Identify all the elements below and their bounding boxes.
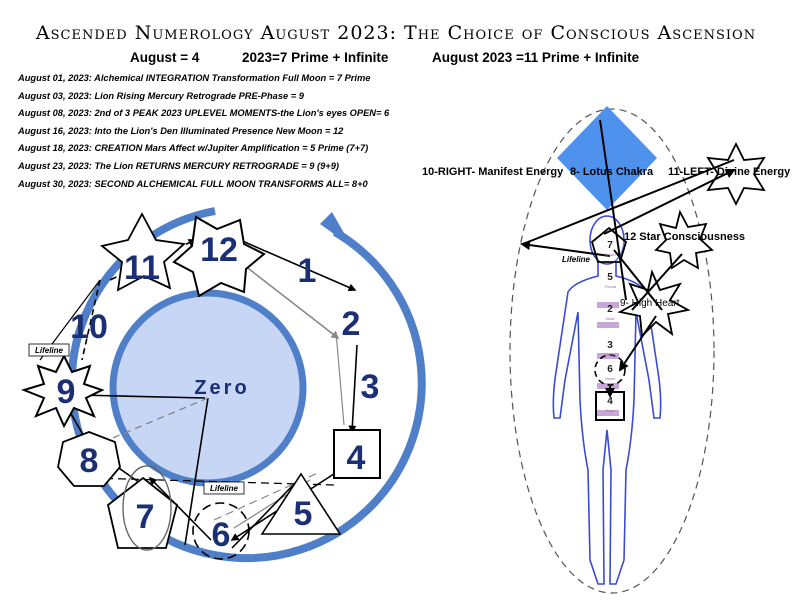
chakra-number: 5	[607, 272, 613, 283]
date-item: August 30, 2023: SECOND ALCHEMICAL FULL …	[18, 178, 368, 189]
wheel-number-4: 4	[347, 439, 366, 477]
chakra-small-label: Throat	[604, 284, 616, 289]
wheel-number-3: 3	[361, 368, 380, 406]
date-list: August 01, 2023: Alchemical INTEGRATION …	[18, 70, 389, 193]
outer-ring	[67, 207, 426, 563]
date-item: August 01, 2023: Alchemical INTEGRATION …	[18, 73, 371, 83]
heptagon-8-shape	[57, 431, 121, 487]
chakra-number: 7	[607, 240, 613, 251]
chakra-number: 4	[607, 396, 613, 407]
wheel-number-5: 5	[294, 495, 313, 533]
oval-7-shape	[122, 465, 172, 551]
star-11-shape	[99, 212, 187, 292]
chakra-small-label: Crown	[604, 252, 616, 257]
wheel-number-7: 7	[136, 498, 155, 536]
star-9-shape	[20, 353, 105, 429]
date-item: August 18, 2023: CREATION Mars Affect w/…	[18, 143, 369, 154]
star-12-shape	[172, 215, 266, 298]
zero-label: Zero	[194, 377, 249, 399]
date-item: August 03, 2023: Lion Rising Mercury Ret…	[18, 90, 304, 101]
lotus-diamond	[557, 106, 657, 210]
lifeline-label-top: Lifeline	[35, 346, 64, 355]
lifeline-label-bottom: Lifeline	[210, 484, 239, 493]
ring-arrowhead	[320, 212, 352, 247]
chakra-column	[597, 302, 619, 416]
aura-oval	[509, 108, 715, 594]
label-left-energy: 11-LEFT- Divine Energy	[668, 166, 791, 178]
subtitle-month-year: August 2023 =11 Prime + Infinite	[432, 50, 640, 65]
triangle-5-shape	[260, 472, 342, 535]
wheel-number-1: 1	[298, 252, 317, 290]
wheel-number-12: 12	[200, 231, 238, 269]
page-title: Ascended Numerology August 2023: The Cho…	[35, 22, 757, 44]
label-right-energy: 10-RIGHT- Manifest Energy	[422, 166, 564, 178]
chakra-small-label: Sacral	[604, 352, 615, 357]
wheel-number-11: 11	[124, 249, 160, 287]
wheel-number-6: 6	[212, 516, 231, 554]
chakra-small-label: Heart	[605, 376, 616, 381]
chakra-number: 6	[607, 364, 613, 375]
body-paths	[520, 119, 736, 398]
square-4-shape	[333, 429, 381, 479]
wheel-number-2: 2	[342, 305, 361, 343]
label-star-consciousness: 12 Star Consciousness	[624, 231, 745, 243]
date-item: August 08, 2023: 2nd of 3 PEAK 2023 UPLE…	[18, 108, 390, 119]
wheel-number-8: 8	[80, 442, 99, 480]
star-9-body-shape	[617, 269, 691, 338]
chakra-number: 2	[607, 304, 613, 315]
subtitle-august: August = 4	[130, 50, 200, 65]
circle-6-shape	[192, 502, 250, 560]
chakra-number: 3	[607, 340, 613, 351]
star-12-body-shape	[654, 209, 714, 270]
date-item: August 16, 2023: Into the Lion's Den Ill…	[18, 125, 344, 136]
subtitle-year: 2023=7 Prime + Infinite	[242, 50, 389, 65]
date-item: August 23, 2023: The Lion RETURNS MERCUR…	[18, 160, 339, 171]
label-lifeline: Lifeline	[562, 255, 591, 264]
star-11-body-shape	[706, 141, 766, 207]
wheel-number-10: 10	[70, 308, 108, 346]
wheel-number-9: 9	[57, 373, 76, 411]
label-lotus-chakra: 8- Lotus Chakra	[570, 166, 654, 178]
chakra-small-label: Solar	[605, 316, 615, 321]
label-high-heart: 9- High Heart	[620, 298, 680, 309]
chakra-small-label: Root	[606, 408, 615, 413]
